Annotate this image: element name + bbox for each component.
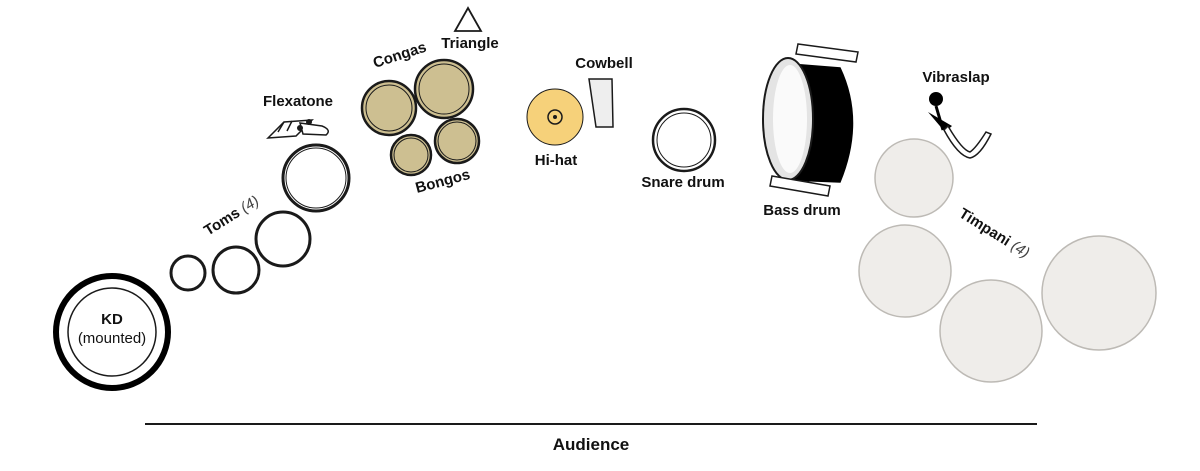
vibraslap-icon — [928, 92, 993, 159]
bass-drum-head-highlight — [773, 65, 807, 173]
audience: Audience — [145, 423, 1037, 454]
flexatone-label: Flexatone — [263, 93, 333, 110]
hihat-label: Hi-hat — [535, 152, 578, 169]
bass-drum-stand-top — [795, 43, 859, 63]
snare-drum-label: Snare drum — [641, 174, 724, 191]
timpani-3 — [939, 279, 1043, 383]
bass-drum: Bass drum — [762, 43, 859, 219]
triangle-label: Triangle — [441, 35, 499, 52]
timpani-count: (4) — [1008, 238, 1033, 262]
bongo-1-inner — [393, 137, 429, 173]
timpani-label-text: Timpani — [956, 205, 1014, 250]
timpani-2 — [858, 224, 952, 318]
triangle: Triangle — [441, 6, 499, 52]
tom-3 — [254, 210, 312, 268]
conga-2-inner — [418, 63, 470, 115]
congas: Congas — [360, 39, 475, 137]
toms-label: Toms (4) — [201, 192, 262, 239]
hihat-bell — [547, 109, 563, 125]
flexatone-icon — [266, 119, 329, 139]
snare-drum: Snare drum — [641, 107, 725, 191]
bass-drum-stand-bottom — [769, 175, 831, 197]
kick-drum-inner-ring — [67, 287, 157, 377]
toms: Toms (4) — [169, 143, 351, 295]
hihat: Hi-hat — [526, 88, 584, 169]
congas-label: Congas — [371, 39, 429, 72]
timpani-label: Timpani (4) — [956, 205, 1033, 262]
toms-count: (4) — [238, 192, 263, 216]
vibraslap: Vibraslap — [922, 69, 993, 159]
conga-1-inner — [365, 84, 413, 132]
timpani-4 — [1041, 235, 1157, 351]
timpani-1 — [874, 138, 954, 218]
snare-drum-head — [656, 112, 712, 168]
hihat-center — [553, 115, 557, 119]
tom-4 — [281, 143, 351, 213]
cowbell-label: Cowbell — [575, 55, 633, 72]
triangle-icon — [453, 6, 483, 32]
conga-1 — [360, 79, 418, 137]
snare-drum-shell — [651, 107, 717, 173]
conga-2 — [413, 58, 475, 120]
cowbell-icon — [588, 78, 614, 128]
bongo-2-inner — [437, 121, 477, 161]
bongo-2 — [433, 117, 481, 165]
flexatone: Flexatone — [263, 93, 333, 139]
kick-drum-sublabel: (mounted) — [78, 330, 146, 347]
audience-label: Audience — [553, 435, 630, 454]
cowbell: Cowbell — [575, 55, 633, 128]
bass-drum-label: Bass drum — [763, 202, 841, 219]
kick-drum: KD (mounted) — [53, 273, 171, 391]
timpani: Timpani (4) — [858, 138, 1157, 383]
vibraslap-label: Vibraslap — [922, 69, 989, 86]
tom-4-inner — [285, 147, 347, 209]
toms-label-text: Toms — [201, 204, 243, 239]
tom-1 — [169, 254, 207, 292]
tom-2 — [211, 245, 261, 295]
bongo-1 — [389, 133, 433, 177]
kick-drum-label: KD — [101, 311, 123, 328]
